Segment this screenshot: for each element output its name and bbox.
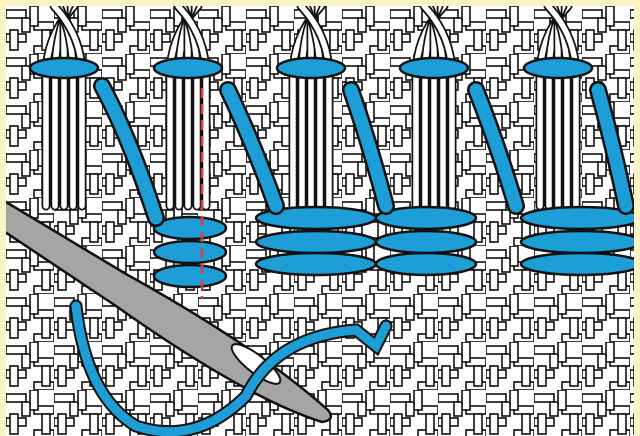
thread-coil <box>374 205 478 231</box>
thread-bundle <box>522 6 594 211</box>
thread-wrap <box>152 215 228 289</box>
thread-coil <box>519 229 634 255</box>
thread-coil <box>374 229 478 255</box>
thread-tie <box>275 56 347 80</box>
thread-bundle <box>398 6 470 211</box>
thread-coil <box>519 251 634 277</box>
diagonal-strand <box>344 83 393 213</box>
thread-bundle <box>28 6 100 211</box>
diagonal-strand <box>591 83 633 213</box>
thread-tie <box>522 56 594 80</box>
thread-wrap <box>254 205 378 277</box>
diagonal-strand <box>469 83 523 213</box>
needlework-illustration <box>6 6 634 436</box>
thread-wrap <box>519 205 634 277</box>
diagonal-strand <box>95 79 163 225</box>
thread-coil <box>152 239 228 265</box>
thread-bundle <box>275 6 347 211</box>
thread-coil <box>254 229 378 255</box>
thread-bundles <box>28 6 594 211</box>
loose-thread <box>71 301 391 436</box>
thread-bundle <box>152 6 224 211</box>
thread-tie <box>398 56 470 80</box>
diagonal-strand <box>221 83 283 213</box>
thread-coil <box>254 251 378 277</box>
illustration-canvas <box>6 6 634 436</box>
thread-tie <box>28 56 100 80</box>
thread-wrap <box>374 205 478 277</box>
thread-coil <box>374 251 478 277</box>
thread-coil <box>519 205 634 231</box>
thread-wraps <box>93 77 634 289</box>
thread-tie <box>152 56 224 80</box>
thread-coil <box>152 215 228 241</box>
thread-coil <box>152 263 228 289</box>
